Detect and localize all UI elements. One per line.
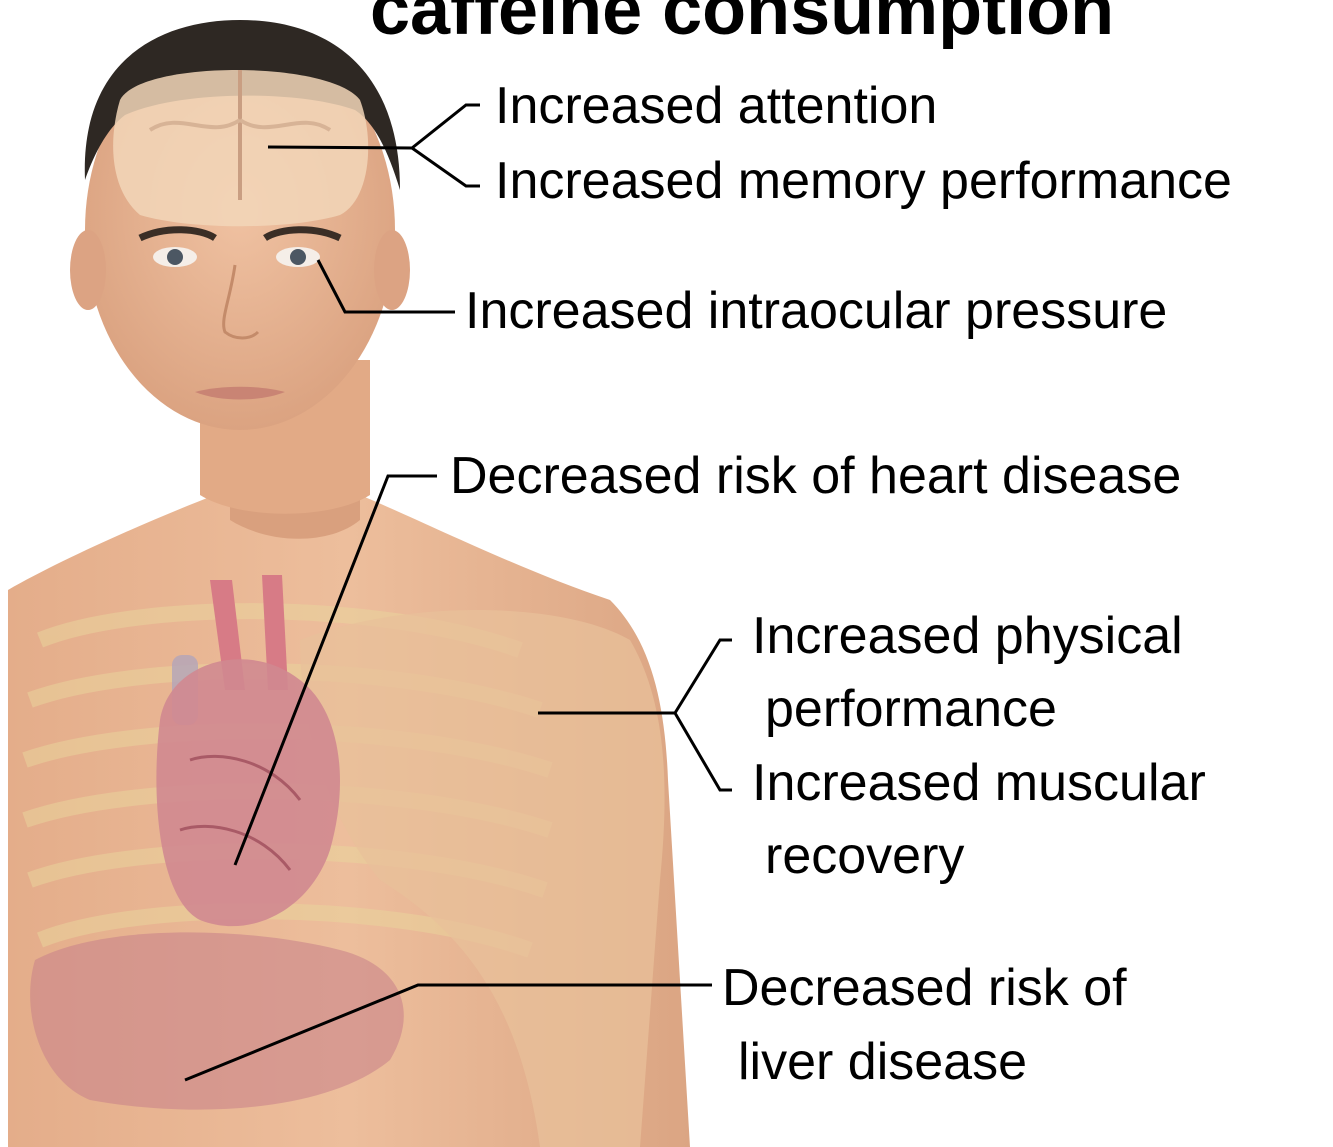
label-muscular-line2: recovery: [765, 830, 964, 882]
page-title: caffeine consumption: [370, 0, 1114, 46]
label-physical-line1: Increased physical: [752, 610, 1183, 662]
label-muscular-line1: Increased muscular: [752, 757, 1206, 809]
label-heart: Decreased risk of heart disease: [450, 450, 1181, 502]
label-intraocular: Increased intraocular pressure: [465, 285, 1167, 337]
liver: [30, 932, 404, 1109]
label-physical-line2: performance: [765, 683, 1057, 735]
label-liver-line2: liver disease: [738, 1036, 1027, 1088]
label-memory: Increased memory performance: [495, 155, 1232, 207]
label-attention: Increased attention: [495, 80, 937, 132]
label-liver-line1: Decreased risk of: [722, 962, 1127, 1014]
